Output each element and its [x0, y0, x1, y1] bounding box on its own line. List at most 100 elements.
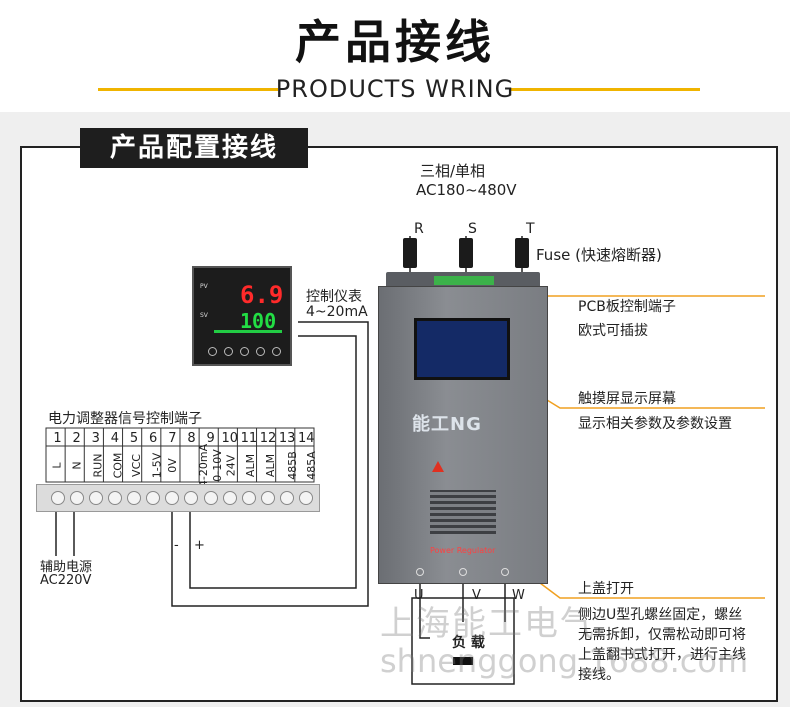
- terminal-screw-icon: [146, 491, 161, 505]
- terminal-number: 11: [240, 431, 258, 446]
- meter-signal: 4~20mA: [306, 304, 368, 320]
- watermark-url: shnenggong.1688.com: [380, 642, 749, 680]
- meter-label: 控制仪表: [306, 289, 362, 305]
- terminal-number: 13: [278, 431, 296, 446]
- load-element: [453, 657, 473, 665]
- output-label-v: V: [472, 588, 481, 603]
- terminal-screw-icon: [203, 491, 218, 505]
- terminal-label: ALM: [239, 449, 258, 481]
- title-rule-left: [98, 88, 278, 91]
- terminal-number: 4: [110, 431, 120, 446]
- callout-pcb-desc: 欧式可插拔: [578, 323, 648, 339]
- fuse-label: Fuse (快速熔断器): [536, 246, 662, 264]
- terminal-label-text: ALM: [244, 453, 258, 478]
- output-terminal-w-icon: [501, 568, 509, 576]
- meter-button-5-icon: [272, 347, 281, 356]
- terminal-screw-icon: [50, 491, 65, 505]
- device-panel-text: Power Regulator: [430, 546, 496, 555]
- page-title: 产品接线: [295, 15, 495, 69]
- terminal-label-text: 24V: [224, 454, 238, 477]
- power-input-type: 三相/单相: [420, 162, 486, 180]
- terminal-label-text: 0V: [165, 458, 179, 473]
- title-rule-right: [510, 88, 700, 91]
- terminal-number: 6: [149, 431, 158, 446]
- signal-plus-label: +: [194, 538, 205, 553]
- meter-pv-label: PV: [200, 283, 208, 290]
- terminal-number: 10: [221, 431, 239, 446]
- load-label: 负 载: [452, 635, 485, 651]
- terminal-label-text: RUN: [91, 453, 105, 478]
- terminal-label: 0-10V: [201, 449, 224, 482]
- terminal-screw-icon: [241, 491, 256, 505]
- page-subtitle: PRODUCTS WRING: [275, 75, 515, 103]
- terminal-label-text: 485A: [304, 451, 318, 480]
- meter-button-3-icon: [240, 347, 249, 356]
- terminal-label-text: 1-5V: [149, 452, 163, 479]
- meter-button-2-icon: [224, 347, 233, 356]
- terminal-label: 485A: [297, 449, 318, 481]
- meter-pv-value: 6.9: [240, 281, 284, 309]
- terminal-screw-icon: [261, 491, 276, 505]
- terminal-title: 电力调整器信号控制端子: [48, 411, 202, 427]
- pcb-terminal-strip: [434, 276, 494, 285]
- terminal-screw-icon: [69, 491, 84, 505]
- terminal-label: COM: [105, 449, 125, 481]
- terminal-label: 4-20mA: [182, 444, 210, 487]
- output-terminal-u-icon: [416, 568, 424, 576]
- meter-sv-label: SV: [200, 312, 208, 319]
- terminal-number: 12: [259, 431, 277, 446]
- fuse-s-icon: [459, 238, 473, 268]
- callout-cover-desc-3: 上盖翻书式打开，进行主线: [578, 647, 746, 663]
- terminal-number: 3: [91, 431, 100, 446]
- terminal-label: RUN: [86, 449, 105, 481]
- terminal-grid-lines: [64, 428, 296, 482]
- terminal-label: 24V: [220, 449, 239, 481]
- aux-power-voltage: AC220V: [40, 573, 92, 588]
- watermark-cn: 上海能工电气: [380, 604, 596, 644]
- terminal-label-text: VCC: [129, 454, 143, 477]
- terminal-label: L: [48, 449, 67, 481]
- callout-screen-title: 触摸屏显示屏幕: [578, 391, 676, 407]
- meter-button-4-icon: [256, 347, 265, 356]
- callout-line-cover: [535, 579, 765, 599]
- terminal-screw-icon: [107, 491, 122, 505]
- terminal-number: 14: [298, 431, 315, 446]
- wire-u: [419, 574, 432, 639]
- terminal-label-text: N: [70, 461, 84, 470]
- terminal-number: 2: [72, 431, 81, 446]
- terminal-number: 9: [206, 431, 215, 446]
- terminal-screw-icon: [222, 491, 237, 505]
- wire-signal-minus: [171, 321, 369, 607]
- terminal-label: 1-5V: [144, 449, 163, 481]
- terminal-label: 485B: [278, 449, 298, 481]
- device-logo: 能工NG: [412, 414, 482, 435]
- phase-label-t: T: [526, 221, 535, 237]
- terminal-number: 1: [53, 431, 62, 446]
- callout-screen-desc: 显示相关参数及参数设置: [578, 416, 732, 432]
- section-tag: 产品配置接线: [80, 128, 308, 168]
- terminal-screw-icon: [280, 491, 295, 505]
- terminal-label: ALM: [259, 449, 278, 481]
- terminal-screw-icon: [127, 491, 142, 505]
- callout-cover-desc-2: 无需拆卸，仅需松动即可将: [578, 627, 746, 643]
- terminal-label-text: COM: [111, 452, 125, 479]
- callout-pcb-title: PCB板控制端子: [578, 299, 676, 315]
- output-label-u: U: [414, 588, 424, 603]
- terminal-screw-icon: [184, 491, 199, 505]
- phase-label-s: S: [468, 221, 477, 237]
- load-enclosure: [411, 597, 515, 685]
- vent-grille: [430, 490, 496, 534]
- phase-label-r: R: [414, 221, 424, 237]
- load-label-box: [430, 622, 506, 654]
- callout-cover-desc-4: 接线。: [578, 667, 620, 683]
- meter-button-1-icon: [208, 347, 217, 356]
- terminal-number: 5: [129, 431, 139, 446]
- fuse-t-icon: [515, 238, 529, 268]
- callout-cover-title: 上盖打开: [578, 581, 634, 597]
- callout-cover-desc-1: 侧边U型孔螺丝固定，螺丝: [578, 607, 743, 623]
- warning-icon: [432, 461, 444, 472]
- terminal-screw-icon: [165, 491, 180, 505]
- signal-minus-label: -: [174, 538, 179, 553]
- aux-power-label: 辅助电源: [40, 560, 93, 575]
- terminal-label: N: [67, 449, 86, 481]
